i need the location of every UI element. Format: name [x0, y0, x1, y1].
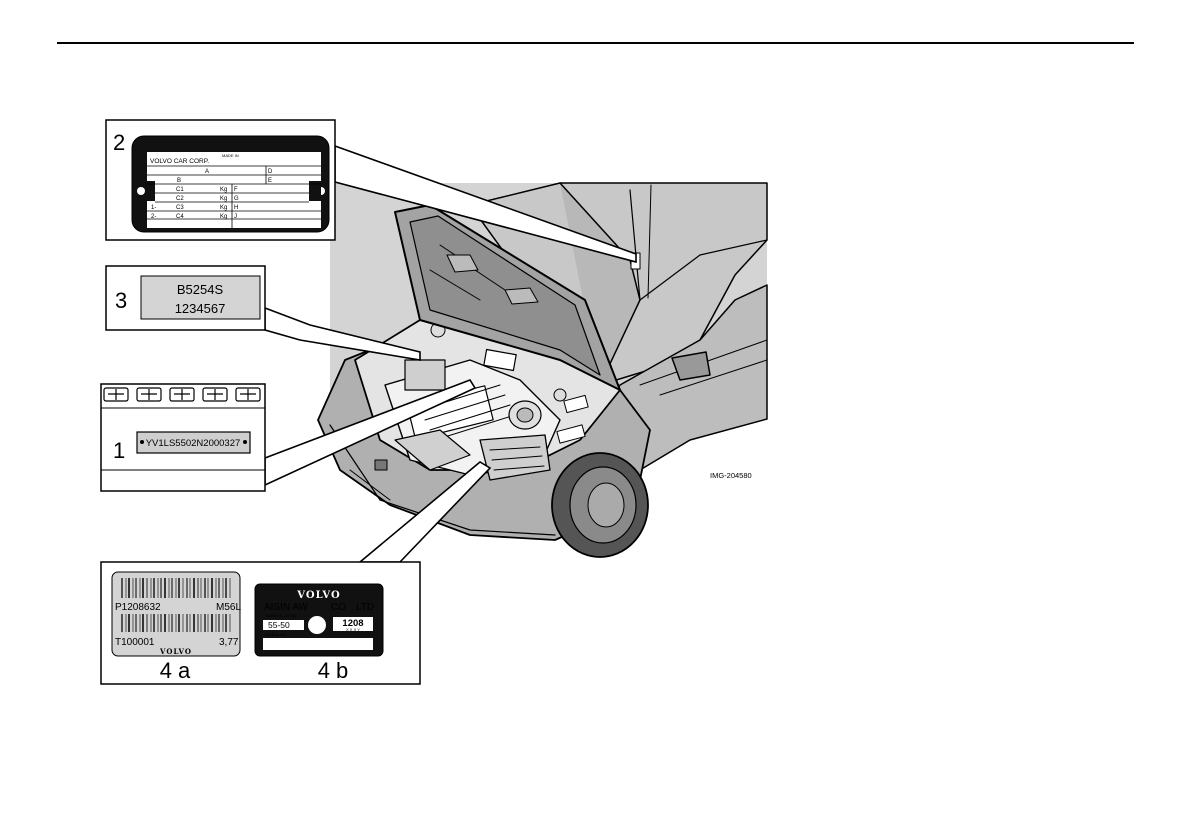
- image-id: IMG-204580: [710, 471, 752, 480]
- label-4b-caption: 4 b: [318, 658, 349, 683]
- label-2-unit-c1: Kg: [220, 187, 227, 193]
- label-4-panel: P1208632 M56L: [100, 561, 421, 685]
- label-2-row-e: E: [268, 178, 272, 184]
- label-4b: VOLVO AISIN AW CO LTD MADE IN JAPAN 55-5…: [254, 583, 384, 683]
- car-illustration: [317, 182, 768, 558]
- barcode-top: [121, 578, 231, 598]
- engine-type: B5254S: [177, 282, 224, 297]
- label-2-code-c4: C4: [176, 214, 184, 220]
- leader-lines: [264, 144, 637, 563]
- serial-number: T100001: [115, 637, 155, 648]
- label-2-number: 2: [113, 130, 125, 155]
- transmission-model: 55-50: [268, 620, 290, 630]
- label-2-right-h: H: [234, 205, 238, 211]
- windscreen-vents: [103, 387, 261, 402]
- label-2-right-f: F: [234, 187, 238, 193]
- label-4a: P1208632 M56L: [111, 571, 241, 683]
- label-2-row-d: D: [268, 169, 273, 175]
- vin-number: YV1LS5502N2000327: [146, 438, 241, 449]
- maker-ltd: LTD: [356, 602, 374, 613]
- label-2-unit-c2: Kg: [220, 196, 227, 202]
- label-2-code-c1: C1: [176, 187, 184, 193]
- label-2-prefix-c3: 1-: [151, 205, 156, 211]
- transmission-sub-code: X X X Y: [346, 627, 360, 632]
- label-2-code-c2: C2: [176, 196, 184, 202]
- volvo-logo-4b: VOLVO: [296, 590, 340, 601]
- barcode-bottom: [121, 614, 231, 632]
- label-1-number: 1: [113, 438, 125, 463]
- engine: [384, 322, 589, 481]
- label-2-prefix-c4: 2-: [151, 214, 156, 220]
- label-1-panel: 1 YV1LS5502N2000327: [100, 383, 266, 492]
- maker-name: AISIN AW: [264, 602, 309, 613]
- label-2-row-b: B: [177, 178, 181, 184]
- maker-co: CO: [331, 602, 346, 613]
- label-2-maker: VOLVO CAR CORP.: [150, 158, 209, 165]
- label-2-right-j: J: [234, 214, 237, 220]
- part-number: P1208632: [115, 602, 161, 613]
- header-rule: [57, 42, 1134, 44]
- label-2-code-c3: C3: [176, 205, 184, 211]
- label-2-unit-c4: Kg: [220, 214, 227, 220]
- label-2-made-in: MADE IN: [222, 153, 239, 158]
- model-code: M56L: [216, 602, 241, 613]
- label-4a-caption: 4 a: [160, 658, 191, 683]
- label-2-right-g: G: [234, 196, 239, 202]
- gear-ratio: 3,77: [219, 637, 239, 648]
- label-3-number: 3: [115, 288, 127, 313]
- label-2-unit-c3: Kg: [220, 205, 227, 211]
- label-3-panel: 3 B5254S 1234567: [105, 265, 266, 331]
- volvo-logo-4a: VOLVO: [159, 647, 192, 656]
- label-2-panel: 2 VOLVO CAR CORP. MADE IN A D E B C1 Kg …: [105, 119, 336, 241]
- label-2-row-a: A: [205, 169, 209, 175]
- made-in-japan: MADE IN JAPAN: [266, 613, 296, 618]
- serial-no-label: SERIAL NO: [265, 632, 286, 637]
- transmission-code: 1208: [342, 618, 363, 629]
- engine-serial: 1234567: [175, 301, 226, 316]
